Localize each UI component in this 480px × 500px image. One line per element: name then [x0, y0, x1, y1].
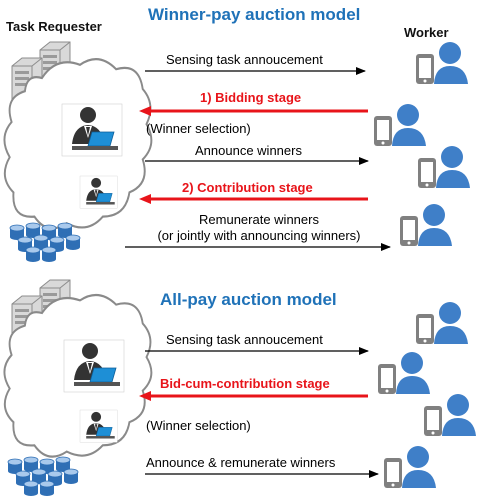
label-winner-selection: (Winner selection) — [146, 418, 251, 433]
database-icon — [7, 456, 79, 497]
label-winner-selection: (Winner selection) — [146, 121, 251, 136]
label-bidding-stage: 1) Bidding stage — [200, 90, 302, 105]
worker-header: Worker — [404, 25, 449, 40]
all-pay-title: All-pay auction model — [160, 290, 337, 309]
worker-phone-icon — [416, 302, 468, 344]
label-task-announcement: Sensing task annoucement — [166, 52, 323, 67]
worker-phone-icon — [384, 446, 436, 488]
label-remunerate-winners: Remunerate winners — [199, 212, 319, 227]
worker-phone-icon — [416, 42, 468, 84]
all-pay-panel — [3, 279, 476, 497]
requester-laptop-icon — [79, 175, 118, 209]
label-contribution-stage: 2) Contribution stage — [182, 180, 313, 195]
worker-phone-icon — [418, 146, 470, 188]
winner-pay-title: Winner-pay auction model — [148, 5, 361, 24]
label-bid-contribution-stage: Bid-cum-contribution stage — [160, 376, 330, 391]
requester-laptop-icon — [63, 339, 125, 393]
task-requester-header: Task Requester — [6, 19, 102, 34]
label-announce-winners: Announce winners — [195, 143, 302, 158]
worker-phone-icon — [424, 394, 476, 436]
worker-phone-icon — [374, 104, 426, 146]
label-remunerate-note: (or jointly with announcing winners) — [157, 228, 361, 243]
requester-laptop-icon — [79, 409, 118, 443]
database-icon — [9, 222, 81, 263]
label-task-announcement: Sensing task annoucement — [166, 332, 323, 347]
worker-phone-icon — [378, 352, 430, 394]
requester-laptop-icon — [61, 103, 123, 157]
label-announce-remunerate: Announce & remunerate winners — [146, 455, 336, 470]
winner-pay-panel — [3, 41, 470, 263]
worker-phone-icon — [400, 204, 452, 246]
